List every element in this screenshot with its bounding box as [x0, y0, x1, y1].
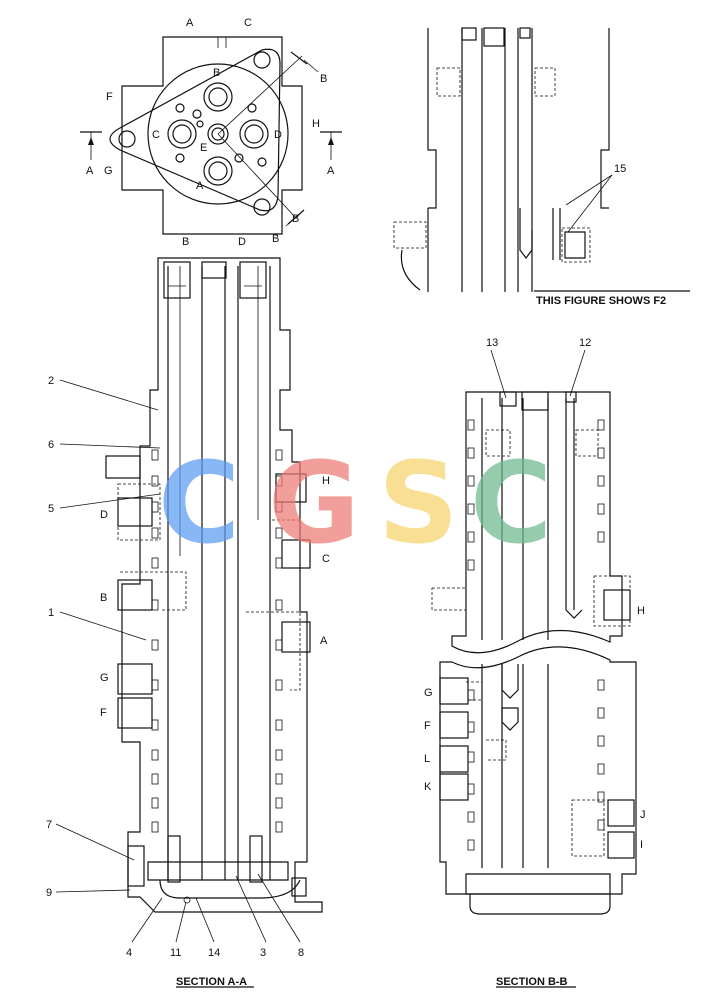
bb-port-h: H: [637, 605, 645, 617]
top-label-a-left: A: [86, 165, 94, 177]
aa-port-a: A: [320, 635, 328, 647]
callout-15: 15: [614, 163, 626, 175]
port-label-e: E: [200, 142, 207, 154]
top-label-b-br2: B: [272, 233, 279, 245]
callout-3: 3: [260, 947, 266, 959]
callout-1: 1: [48, 607, 54, 619]
watermark-letter-3: S: [378, 439, 459, 569]
watermark-letter-2: G: [268, 439, 360, 569]
top-label-a: A: [186, 17, 194, 29]
section-aa: 2 6 5 1 7 9 4 11 14 3 8 H D C B A G F SE…: [46, 257, 330, 988]
port-label-b: B: [213, 67, 220, 79]
watermark-letter-1: C: [158, 439, 240, 569]
watermark: C G S C: [158, 439, 552, 569]
watermark-letter-4: C: [470, 439, 552, 569]
callout-7: 7: [46, 819, 52, 831]
port-label-c: C: [152, 129, 160, 141]
callout-14: 14: [208, 947, 220, 959]
top-label-f: F: [106, 91, 113, 103]
bb-port-k: K: [424, 781, 432, 793]
bb-port-g: G: [424, 687, 433, 699]
callout-9: 9: [46, 887, 52, 899]
callout-11: 11: [170, 947, 181, 959]
section-bb: 13 12 H G F L K J I SECTION B-B: [424, 337, 646, 988]
f2-caption: THIS FIGURE SHOWS F2: [536, 295, 666, 307]
top-view: A C B F H A G A B B B D B C D E A: [80, 17, 342, 248]
callout-4: 4: [126, 947, 132, 959]
bb-port-l: L: [424, 753, 430, 765]
port-label-a: A: [196, 180, 204, 192]
callout-6: 6: [48, 439, 54, 451]
f2-detail: 15 THIS FIGURE SHOWS F2: [393, 27, 690, 307]
callout-2: 2: [48, 375, 54, 387]
aa-port-c: C: [322, 553, 330, 565]
aa-port-d: D: [100, 509, 108, 521]
section-bb-title: SECTION B-B: [496, 976, 568, 988]
top-label-a-right: A: [327, 165, 335, 177]
section-aa-title: SECTION A-A: [176, 976, 247, 988]
aa-port-g: G: [100, 672, 109, 684]
top-label-b-bottom: B: [182, 236, 189, 248]
callout-13: 13: [486, 337, 498, 349]
aa-port-b: B: [100, 592, 107, 604]
top-label-h: H: [312, 118, 320, 130]
callout-8: 8: [298, 947, 304, 959]
callout-5: 5: [48, 503, 54, 515]
bb-port-i: I: [640, 839, 643, 851]
port-label-d: D: [274, 129, 282, 141]
aa-port-f: F: [100, 707, 107, 719]
bb-port-f: F: [424, 720, 431, 732]
callout-12: 12: [579, 337, 591, 349]
top-label-b-tr: B: [320, 73, 327, 85]
top-label-d-bottom: D: [238, 236, 246, 248]
top-label-g: G: [104, 165, 113, 177]
bb-port-j: J: [640, 809, 646, 821]
top-label-c: C: [244, 17, 252, 29]
top-label-b-br: B: [292, 213, 299, 225]
aa-port-h: H: [322, 475, 330, 487]
